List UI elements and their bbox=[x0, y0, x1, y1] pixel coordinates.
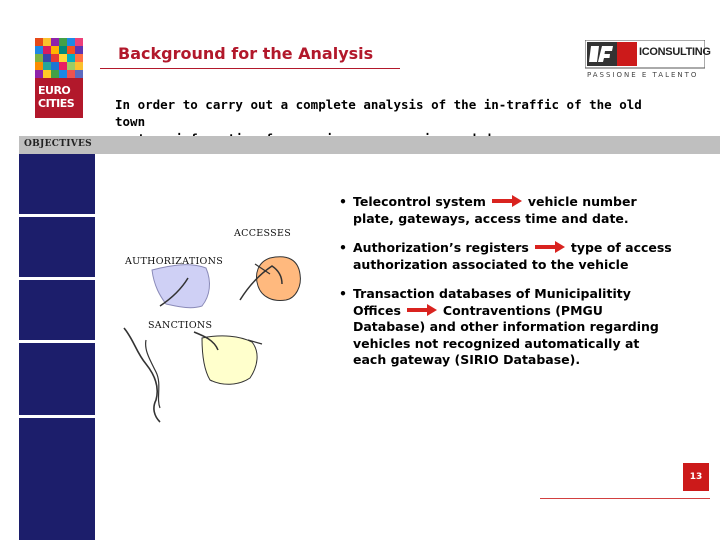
page-number: 13 bbox=[683, 463, 709, 491]
bullet-telecontrol: • Telecontrol system vehicle number plate… bbox=[337, 194, 677, 227]
label-sanctions: SANCTIONS bbox=[148, 320, 213, 331]
bullet-authorizations: • Authorization’s registers type of acces… bbox=[337, 240, 677, 273]
iconsulting-mark-icon bbox=[584, 39, 706, 69]
source-bullets: • Telecontrol system vehicle number plate… bbox=[337, 194, 677, 382]
bullet-3-rest-1: Database) and other information regardin… bbox=[353, 319, 659, 334]
bullet-3-rest-2: vehicles not recognized automatically at bbox=[353, 335, 640, 351]
bullet-2-target: type of access bbox=[570, 240, 672, 255]
iconsulting-tagline: PASSIONE E TALENTO bbox=[587, 71, 699, 79]
intro-line-1: In order to carry out a complete analysi… bbox=[115, 97, 642, 129]
sanctions-arrow bbox=[123, 327, 161, 423]
sidebar-block-1 bbox=[19, 154, 95, 214]
bullet-3-source: Transaction databases of Municipalitity bbox=[353, 286, 631, 301]
eurocities-logo: EURO CITIES bbox=[35, 38, 83, 118]
eurocities-mosaic-icon bbox=[35, 38, 83, 78]
sanctions-shape bbox=[201, 335, 258, 385]
bullet-3-rest-3: each gateway (SIRIO Database). bbox=[353, 352, 581, 367]
label-accesses: ACCESSES bbox=[234, 228, 292, 239]
authorizations-shape bbox=[151, 264, 210, 309]
bullet-dot: • bbox=[339, 194, 347, 209]
bullet-dot: • bbox=[339, 240, 347, 255]
bullet-1-rest: plate, gateways, access time and date. bbox=[353, 210, 629, 226]
bullet-1-target: vehicle number bbox=[527, 194, 637, 209]
bullet-transactions: • Transaction databases of Municipalitit… bbox=[337, 286, 677, 369]
eurocities-word-2: CITIES bbox=[38, 97, 75, 110]
sources-diagram bbox=[123, 256, 301, 423]
bullet-2-source: Authorization’s registers bbox=[353, 240, 529, 255]
bullet-dot: • bbox=[339, 286, 347, 301]
iconsulting-logo: ICONSULTING PASSIONE E TALENTO bbox=[584, 39, 711, 82]
eurocities-word-1: EURO bbox=[38, 84, 71, 97]
label-authorizations: AUTHORIZATIONS bbox=[125, 256, 224, 267]
eurocities-wordmark: EURO CITIES bbox=[35, 78, 83, 118]
bullet-3-offices: Offices bbox=[353, 302, 401, 318]
section-header-bar bbox=[19, 136, 720, 154]
bullet-3-target: Contraventions (PMGU bbox=[442, 302, 603, 318]
sidebar-block-5 bbox=[19, 418, 95, 540]
page-title: Background for the Analysis bbox=[118, 44, 374, 63]
section-label: OBJECTIVES bbox=[24, 139, 92, 149]
sidebar-block-2 bbox=[19, 217, 95, 277]
bullet-2-rest: authorization associated to the vehicle bbox=[353, 256, 629, 272]
arrow-right-icon bbox=[534, 241, 565, 253]
sidebar-block-4 bbox=[19, 343, 95, 415]
bullet-1-source: Telecontrol system bbox=[353, 194, 486, 209]
accesses-shape bbox=[256, 256, 301, 301]
sidebar-block-3 bbox=[19, 280, 95, 340]
arrow-right-icon bbox=[406, 303, 437, 316]
arrow-right-icon bbox=[491, 195, 522, 207]
title-underline bbox=[100, 68, 400, 69]
iconsulting-wordmark: ICONSULTING bbox=[639, 46, 711, 58]
footer-rule bbox=[540, 498, 710, 499]
